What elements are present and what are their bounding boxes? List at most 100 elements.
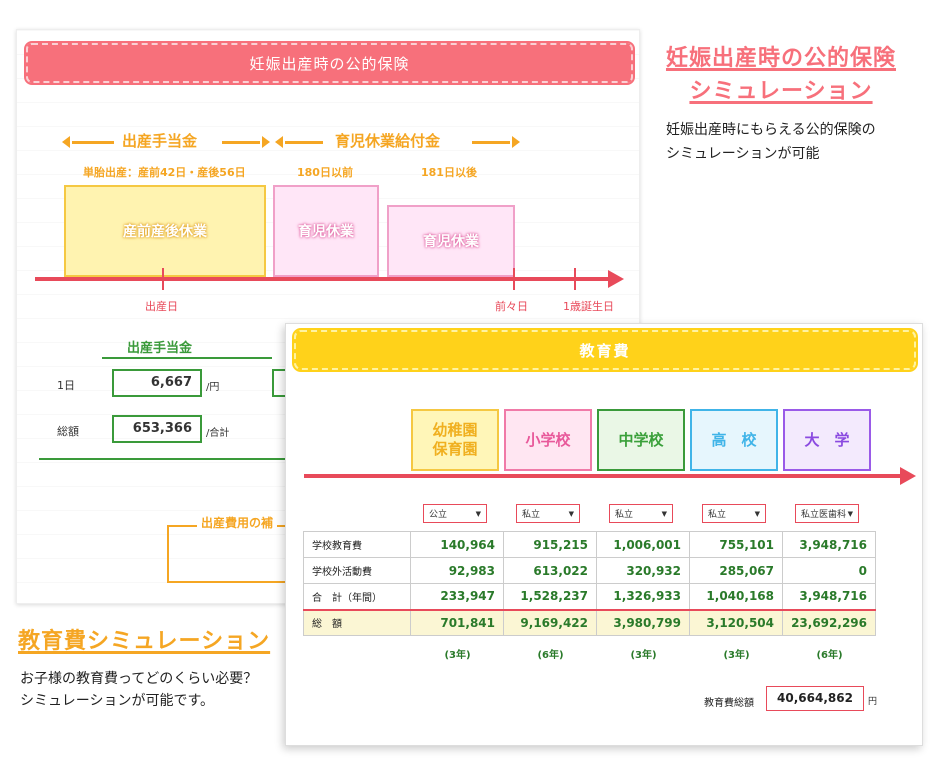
education-timeline [304,467,916,485]
birth-allowance-subhead: 出産手当金 [127,341,193,356]
day-before-label: 前々日 [495,300,528,313]
section-divider [39,458,299,460]
birth-period-note: 単胎出産：産前42日・産後56日 [83,166,246,179]
total-unit: /合計 [206,428,230,439]
timeline-tick [162,268,164,290]
childcare-leave-box-1: 育児休業 [273,185,379,277]
school-stage-label: 小学校 [525,431,570,450]
years-label: (3年) [723,650,750,661]
maternity-leave-box: 産前産後休業 [64,185,266,277]
cost-cell: 1,326,933 [596,583,690,610]
school-type-select-3[interactable]: 私立 ▼ [702,504,766,523]
cost-cell: 701,841 [410,608,504,636]
cost-cell: 0 [782,557,876,584]
school-stage-line1: 高 校 [711,430,757,449]
school-stage-2: 中学校 [597,409,685,471]
grand-total-label: 教育費総額 [704,698,754,709]
maternity-caption-title: 妊娠出産時の公的保険 シミュレーション [652,42,910,108]
school-stage-label: 高 校 [711,431,756,450]
select-value: 私立医歯科 [801,510,847,520]
chevron-down-icon: ▼ [475,509,481,518]
grand-total-value: 40,664,862 [766,686,864,711]
education-cost-panel: 教育費 幼稚園保育園小学校中学校高 校大 学 公立▼私立▼私立▼私立▼私立医歯科… [285,323,923,746]
school-type-select-4[interactable]: 私立医歯科▼ [795,504,859,523]
childcare-benefit-label: 育児休業給付金 [335,132,441,150]
after-181-note: 181日以後 [421,166,477,179]
chevron-down-icon: ▼ [847,509,853,518]
select-value: 私立 [615,510,634,520]
cost-cell: 613,022 [503,557,597,584]
before-180-note: 180日以前 [297,166,353,179]
school-stage-line1: 小学校 [525,430,571,449]
childcare-leave-box-2: 育児休業 [387,205,515,277]
arrow-left-icon [62,136,114,148]
birth-date-label: 出産日 [145,300,178,313]
education-caption-desc: お子様の教育費ってどのくらい必要？ シミュレーションが可能です。 [20,668,257,712]
cost-cell: 1,528,237 [503,583,597,610]
school-stage-1: 小学校 [504,409,592,471]
arrow-right-icon [472,136,520,148]
school-stage-3: 高 校 [690,409,778,471]
row-label: 総 額 [303,608,411,636]
cost-cell: 3,980,799 [596,608,690,636]
maternity-caption-desc: 妊娠出産時にもらえる公的保険の シミュレーションが可能 [666,118,876,166]
caption-desc-line2: シミュレーションが可能 [666,146,820,162]
education-caption-title: 教育費シミュレーション [18,629,271,654]
caption-title-line1: 妊娠出産時の公的保険 [665,46,896,71]
select-value: 私立 [522,510,541,520]
school-stage-line1: 中学校 [618,430,664,449]
cost-cell: 9,169,422 [503,608,597,636]
chevron-down-icon: ▼ [661,509,667,518]
select-value: 公立 [429,510,448,520]
first-birthday-label: 1歳誕生日 [563,300,614,313]
education-panel-header: 教育費 [292,328,918,372]
cost-cell: 23,692,296 [782,608,876,636]
total-label: 総額 [57,425,79,438]
per-day-value: 6,667 [112,369,202,397]
subhead-underline [102,357,272,359]
row-label: 合 計（年間） [303,583,411,610]
cost-cell: 1,040,168 [689,583,783,610]
caption-title-line2: シミュレーション [689,79,873,104]
years-label: (3年) [444,650,471,661]
timeline-tick [574,268,576,290]
cost-cell: 915,215 [503,531,597,558]
school-stage-line1: 大 学 [804,430,850,449]
cost-cell: 3,948,716 [782,531,876,558]
years-label: (6年) [537,650,564,661]
total-value: 653,366 [112,415,202,443]
school-stage-line2: 保育園 [432,440,478,458]
school-type-select-0[interactable]: 公立 ▼ [423,504,487,523]
row-label: 学校外活動費 [303,557,411,584]
timeline-tick [513,268,515,290]
school-stage-label: 中学校 [618,431,663,450]
school-stage-line1: 幼稚園 [432,421,478,439]
cost-cell: 320,932 [596,557,690,584]
chevron-down-icon: ▼ [568,509,574,518]
years-label: (6年) [816,650,843,661]
chevron-down-icon: ▼ [754,509,760,518]
school-stage-0: 幼稚園保育園 [411,409,499,471]
row-label: 学校教育費 [303,531,411,558]
arrow-left-icon [275,136,323,148]
select-value: 私立 [708,510,727,520]
cost-cell: 1,006,001 [596,531,690,558]
school-type-select-2[interactable]: 私立 ▼ [609,504,673,523]
per-day-unit: /円 [206,382,220,393]
school-type-select-1[interactable]: 私立 ▼ [516,504,580,523]
maternity-panel-header: 妊娠出産時の公的保険 [24,41,635,85]
cost-cell: 3,948,716 [782,583,876,610]
cost-cell: 285,067 [689,557,783,584]
cost-cell: 755,101 [689,531,783,558]
cost-cell: 92,983 [410,557,504,584]
education-desc-line2: シミュレーションが可能です。 [20,693,215,709]
school-stage-4: 大 学 [783,409,871,471]
birth-cost-label: 出産費用の補 [197,514,278,531]
cost-cell: 233,947 [410,583,504,610]
education-desc-line1: お子様の教育費ってどのくらい必要？ [20,671,258,687]
